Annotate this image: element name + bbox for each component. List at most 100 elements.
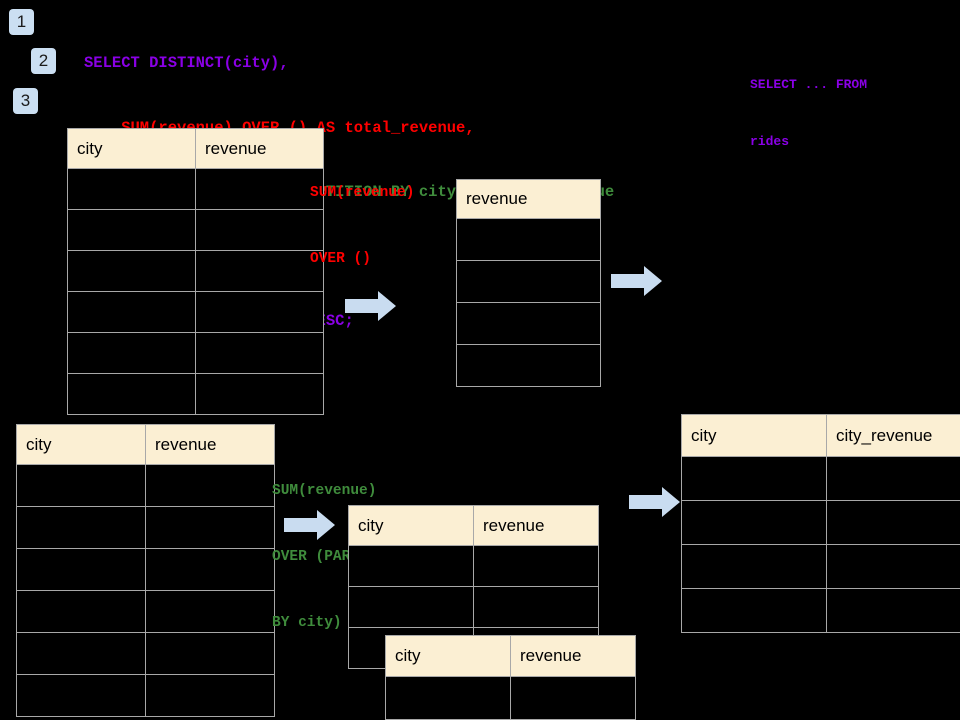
sql-line-select: SELECT DISTINCT(city), [84,54,289,72]
table-row [67,373,324,415]
table-row [681,544,960,589]
table-row [681,456,960,501]
cell-city [67,291,196,333]
cell-city [16,632,146,675]
arrow-right-icon [345,291,396,321]
step-badge-1: 1 [9,9,34,35]
column-header-city: city [681,414,827,457]
table-row [456,260,601,303]
step-badge-2: 2 [31,48,56,74]
annotation-over-empty-line-2: OVER () [310,251,371,267]
table-row [16,464,275,507]
table-row [16,506,275,549]
sql-aside-line-1: SELECT ... FROM [750,77,868,92]
cell-revenue [145,548,275,591]
annotation-over-partition-line-1: SUM(revenue) [272,483,377,499]
cell-city-revenue [826,500,960,545]
column-header-revenue: revenue [510,635,636,677]
table-row [67,291,324,333]
cell-city [681,544,827,589]
cell-city [16,506,146,549]
table-row [456,302,601,345]
table-row [16,590,275,633]
table-row [16,674,275,717]
table-row [67,332,324,374]
cell-city [67,250,196,292]
partition-group-table-b: city revenue [385,635,636,720]
cell-city [681,588,827,633]
cell-revenue [195,168,324,210]
cell-city [385,676,511,720]
table-row [16,548,275,591]
cell-city [67,209,196,251]
cell-revenue [195,332,324,374]
table-row [348,545,599,587]
column-header-city-revenue: city_revenue [826,414,960,457]
cell-city [681,456,827,501]
sql-aside-line-2: rides [750,134,790,149]
cell-city-revenue [826,588,960,633]
column-header-city: city [348,505,474,546]
cell-revenue [456,260,601,303]
column-header-city: city [385,635,511,677]
cell-revenue [195,250,324,292]
cell-city [16,548,146,591]
table-row [681,500,960,545]
cell-revenue [145,674,275,717]
arrow-right-icon [284,510,335,540]
cell-revenue [456,218,601,261]
cell-revenue [195,373,324,415]
cell-city-revenue [826,456,960,501]
cell-revenue [456,344,601,387]
column-header-city: city [16,424,146,465]
column-header-city: city [67,128,196,169]
cell-revenue [510,676,636,720]
cell-city [16,674,146,717]
cell-revenue [473,586,599,628]
cell-city [348,586,474,628]
cell-revenue [473,545,599,587]
cell-revenue [145,506,275,549]
annotation-over-empty: SUM(revenue) OVER () [310,138,414,314]
cell-revenue [456,302,601,345]
table-row [67,168,324,210]
table-row [456,218,601,261]
column-header-revenue: revenue [473,505,599,546]
table-header-row: city revenue [16,424,275,465]
cell-city [67,332,196,374]
cell-revenue [145,590,275,633]
cell-city [67,168,196,210]
table-row [67,209,324,251]
column-header-revenue: revenue [195,128,324,169]
arrow-right-icon [629,487,680,517]
table-header-row: city revenue [385,635,636,677]
result-table: city city_revenue [681,414,960,633]
cell-city [67,373,196,415]
annotation-over-empty-line-1: SUM(revenue) [310,185,415,201]
annotation-over-partition-line-3: BY city) [272,615,342,631]
cell-city [16,590,146,633]
table-row [456,344,601,387]
table-row [385,676,636,720]
table-header-row: city revenue [67,128,324,169]
cell-city [681,500,827,545]
table-row [681,588,960,633]
rides-source-table-top: city revenue [67,128,324,415]
cell-city-revenue [826,544,960,589]
column-header-revenue: revenue [145,424,275,465]
total-revenue-table: revenue [456,179,601,387]
cell-city [348,545,474,587]
cell-revenue [195,291,324,333]
step-badge-3: 3 [13,88,38,114]
table-header-row: city revenue [348,505,599,546]
rides-source-table-bottom: city revenue [16,424,275,717]
cell-revenue [145,464,275,507]
sql-aside-label: SELECT ... FROM rides [750,37,867,189]
table-header-row: city city_revenue [681,414,960,457]
cell-city [16,464,146,507]
cell-revenue [195,209,324,251]
cell-revenue [145,632,275,675]
table-row [67,250,324,292]
arrow-right-icon [611,266,662,296]
